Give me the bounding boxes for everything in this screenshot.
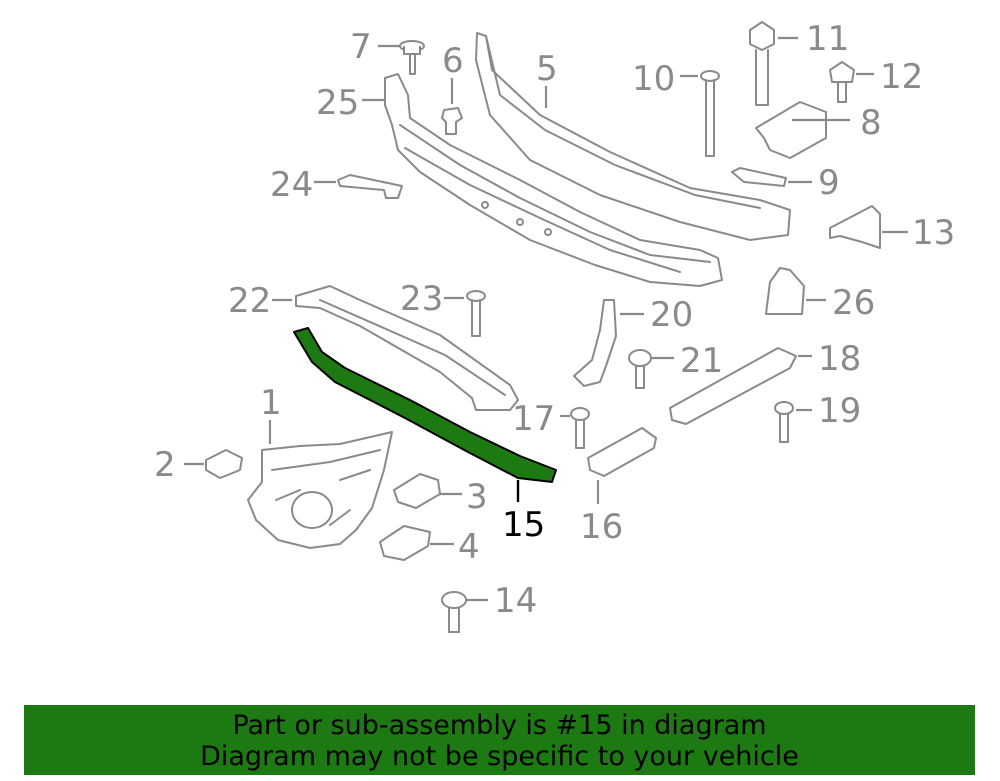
leader-lines [184,36,908,602]
label-18: 18 [818,339,861,379]
label-3: 3 [466,477,488,517]
part-1-lower-bracket[interactable] [247,431,393,549]
part-4-plate[interactable] [379,525,431,561]
part-labels: 1 2 3 4 5 6 7 8 9 10 11 12 13 14 15 16 1… [154,19,955,621]
label-8: 8 [860,103,882,143]
label-2: 2 [154,445,176,485]
label-6: 6 [442,41,464,81]
part-2-clip[interactable] [205,449,243,479]
label-11: 11 [806,19,849,59]
part-23-bolt[interactable] [466,290,486,337]
label-15: 15 [502,505,545,545]
banner-line-2: Diagram may not be specific to your vehi… [200,741,799,772]
part-13-bracket[interactable] [829,205,881,249]
parts-diagram: 1 2 3 4 5 6 7 8 9 10 11 12 13 14 15 16 1… [154,19,955,633]
label-5: 5 [536,49,558,89]
part-17-bolt[interactable] [570,407,590,449]
part-12-nut[interactable] [829,61,855,103]
label-1: 1 [260,383,282,423]
part-7-bolt[interactable] [399,40,425,75]
label-4: 4 [458,527,480,567]
part-20-bracket[interactable] [573,299,617,387]
label-24: 24 [270,165,313,205]
label-12: 12 [880,57,923,97]
info-banner: Part or sub-assembly is #15 in diagram D… [24,705,975,775]
label-7: 7 [350,27,372,67]
part-21-bolt[interactable] [628,349,652,389]
part-16-block[interactable] [587,427,657,477]
part-19-bolt[interactable] [774,401,794,443]
part-11-bolt[interactable] [749,21,775,106]
label-14: 14 [494,581,537,621]
label-20: 20 [650,295,693,335]
part-9-plate[interactable] [731,167,787,187]
label-25: 25 [316,83,359,123]
label-13: 13 [912,213,955,253]
label-10: 10 [632,59,675,99]
part-6-clip[interactable] [441,107,463,135]
part-26-cover[interactable] [765,267,805,315]
label-16: 16 [580,507,623,547]
part-3-nut-plate[interactable] [393,473,441,509]
label-19: 19 [818,391,861,431]
label-17: 17 [512,399,555,439]
part-10-bolt[interactable] [700,70,720,157]
banner-line-1: Part or sub-assembly is #15 in diagram [232,710,767,741]
part-22-crossmember[interactable] [295,285,519,411]
label-21: 21 [680,341,723,381]
part-25-bumper-carrier[interactable] [384,73,723,287]
part-8-bracket[interactable] [755,101,827,159]
part-5-upper-bar[interactable] [475,32,791,241]
label-26: 26 [832,283,875,323]
part-18-strip[interactable] [669,347,797,425]
part-24-bracket[interactable] [337,174,403,199]
label-22: 22 [228,281,271,321]
label-23: 23 [400,279,443,319]
part-15-highlighted-strip[interactable] [293,327,557,483]
part-14-bolt[interactable] [441,591,467,633]
label-9: 9 [818,163,840,203]
